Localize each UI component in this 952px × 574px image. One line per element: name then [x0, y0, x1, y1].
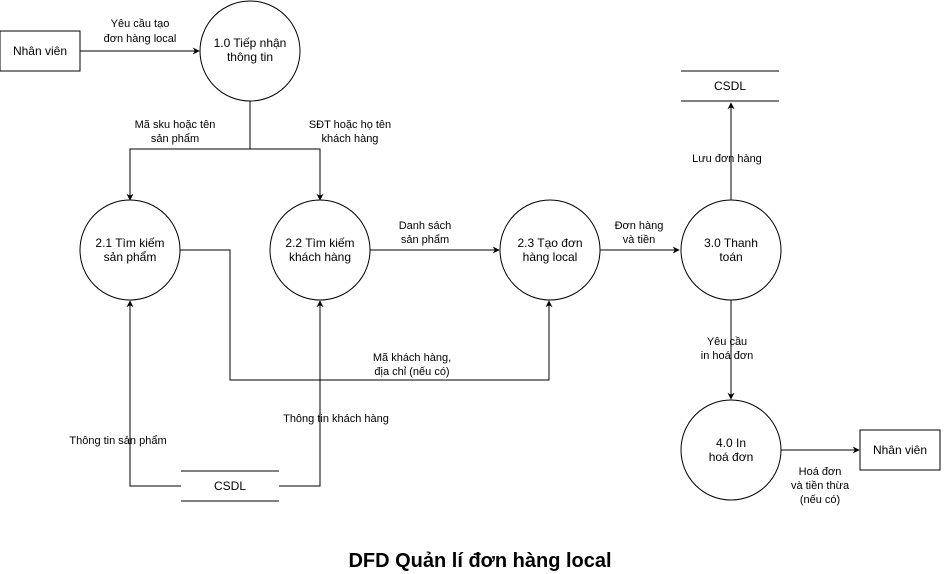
- process-p1-line1: 1.0 Tiếp nhận: [214, 36, 287, 50]
- label-product-list-1: Danh sách: [399, 220, 452, 232]
- label-print-request-1: Yêu cầu: [707, 336, 747, 348]
- label-save-order: Lưu đơn hàng: [692, 153, 762, 165]
- flow-product-info: [126, 300, 181, 487]
- label-customer-code-2: địa chỉ (nếu có): [374, 366, 449, 378]
- process-p4-line1: 4.0 In: [716, 436, 746, 450]
- label-customer-code-1: Mã khách hàng,: [373, 352, 451, 364]
- process-p21-line1: 2.1 Tìm kiếm: [95, 236, 164, 250]
- label-order-money-1: Đơn hàng: [615, 220, 664, 232]
- label-product-info: Thông tin sản phẩm: [69, 435, 166, 447]
- datastore-bottom: CSDL: [214, 479, 246, 493]
- flow-to-p21: [126, 100, 251, 201]
- process-p21-circle: [79, 199, 181, 301]
- label-phone-1: SĐT hoặc họ tên: [309, 119, 391, 131]
- label-request-1: Yêu cầu tạo: [111, 18, 170, 30]
- process-p23-circle: [499, 199, 601, 301]
- label-request-2: đơn hàng local: [104, 33, 177, 45]
- process-p4-line2: hoá đơn: [709, 450, 754, 464]
- flow-customer-code: [180, 249, 553, 381]
- process-p4-circle: [680, 399, 782, 501]
- process-p23-line1: 2.3 Tạo đơn: [517, 236, 582, 250]
- label-sku-2: sản phẩm: [151, 133, 199, 145]
- process-p3-circle: [680, 199, 782, 301]
- process-p1-line2: thông tin: [227, 50, 273, 64]
- entity-staff-bottom-box: [859, 429, 941, 471]
- label-product-list-2: sản phẩm: [401, 234, 449, 246]
- label-invoice-3: (nếu có): [800, 494, 840, 506]
- diagram-title: DFD Quản lí đơn hàng local: [348, 550, 611, 572]
- process-p3-line2: toán: [719, 250, 742, 264]
- label-sku-1: Mã sku hoặc tên: [135, 119, 216, 131]
- flow-to-p22: [250, 148, 324, 201]
- label-invoice-1: Hoá đơn: [799, 466, 842, 478]
- entity-staff-top: Nhân viên: [13, 44, 67, 58]
- process-p22-circle: [269, 199, 371, 301]
- label-order-money-2: và tiền: [623, 234, 655, 246]
- entity-staff-top-box: [0, 30, 81, 72]
- flow-customer-info: [279, 300, 324, 487]
- process-p22-line2: khách hàng: [289, 250, 351, 264]
- label-phone-2: khách hàng: [322, 133, 379, 145]
- process-p23-line2: hàng local: [523, 250, 578, 264]
- process-p3-line1: 3.0 Thanh: [704, 236, 758, 250]
- process-p21-line2: sản phẩm: [104, 250, 157, 264]
- datastore-top: CSDL: [714, 79, 746, 93]
- entity-staff-bottom: Nhân viên: [873, 443, 927, 457]
- process-p22-line1: 2.2 Tìm kiếm: [285, 236, 354, 250]
- label-print-request-2: in hoá đơn: [701, 350, 753, 362]
- label-customer-info: Thông tin khách hàng: [283, 413, 389, 425]
- process-p1-circle: [199, 0, 301, 102]
- label-invoice-2: và tiền thừa: [791, 480, 850, 492]
